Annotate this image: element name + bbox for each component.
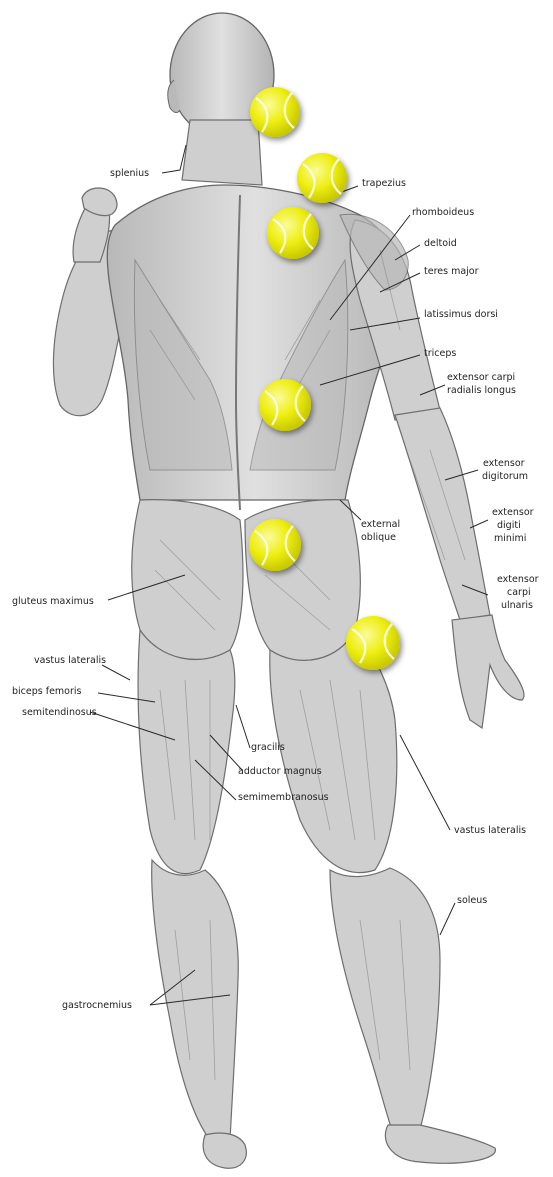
tennis-ball-icon [259, 379, 311, 431]
right-calf [330, 868, 440, 1130]
label-gracilis: gracilis [251, 742, 285, 753]
label-deltoid: deltoid [424, 238, 457, 249]
label-gastrocnemius: gastrocnemius [62, 1000, 132, 1011]
label-adductor-magnus: adductor magnus [238, 766, 322, 777]
left-foot [203, 1133, 246, 1168]
left-thigh [138, 630, 235, 874]
left-calf [152, 860, 239, 1140]
label-trapezius: trapezius [362, 178, 406, 189]
label-extensor-carpi-ulnaris-2: carpi [507, 587, 531, 598]
label-semitendinosus: semitendinosus [22, 707, 97, 718]
label-extensor-digiti-minimi-1: extensor [492, 507, 534, 518]
label-rhomboideus: rhomboideus [412, 207, 474, 218]
label-teres-major: teres major [424, 266, 479, 277]
label-latissimus-dorsi: latissimus dorsi [424, 309, 498, 320]
label-extensor-carpi-radialis-1: extensor carpi [447, 372, 515, 383]
label-extensor-digiti-minimi-2: digiti [497, 520, 521, 531]
label-extensor-digitorum-2: digitorum [482, 471, 528, 482]
label-vastus-lateralis-right: vastus lateralis [454, 825, 526, 836]
label-semimembranosus: semimembranosus [238, 792, 329, 803]
forearm-right [395, 408, 490, 620]
tennis-ball-icon [346, 616, 400, 670]
label-vastus-lateralis-left: vastus lateralis [34, 655, 106, 666]
left-gluteus [132, 500, 243, 660]
label-soleus: soleus [457, 895, 487, 906]
right-foot [385, 1125, 495, 1163]
label-extensor-digitorum-1: extensor [483, 458, 525, 469]
neck [182, 120, 262, 185]
label-biceps-femoris: biceps femoris [12, 686, 82, 697]
tennis-ball-icon [297, 153, 347, 203]
label-gluteus-maximus: gluteus maximus [12, 596, 94, 607]
label-extensor-carpi-radialis-2: radialis longus [447, 385, 516, 396]
tennis-ball-icon [249, 519, 301, 571]
label-external-oblique-2: oblique [361, 532, 396, 543]
tennis-ball-icon [267, 207, 319, 259]
label-extensor-digiti-minimi-3: minimi [494, 533, 526, 544]
hand-right [452, 615, 524, 728]
label-triceps: triceps [424, 348, 456, 359]
tennis-ball-icon [250, 87, 300, 137]
label-splenius: splenius [110, 168, 149, 179]
label-external-oblique-1: external [361, 519, 400, 530]
body-figure [53, 13, 524, 1168]
label-extensor-carpi-ulnaris-1: extensor [497, 574, 539, 585]
label-extensor-carpi-ulnaris-3: ulnaris [501, 600, 533, 611]
